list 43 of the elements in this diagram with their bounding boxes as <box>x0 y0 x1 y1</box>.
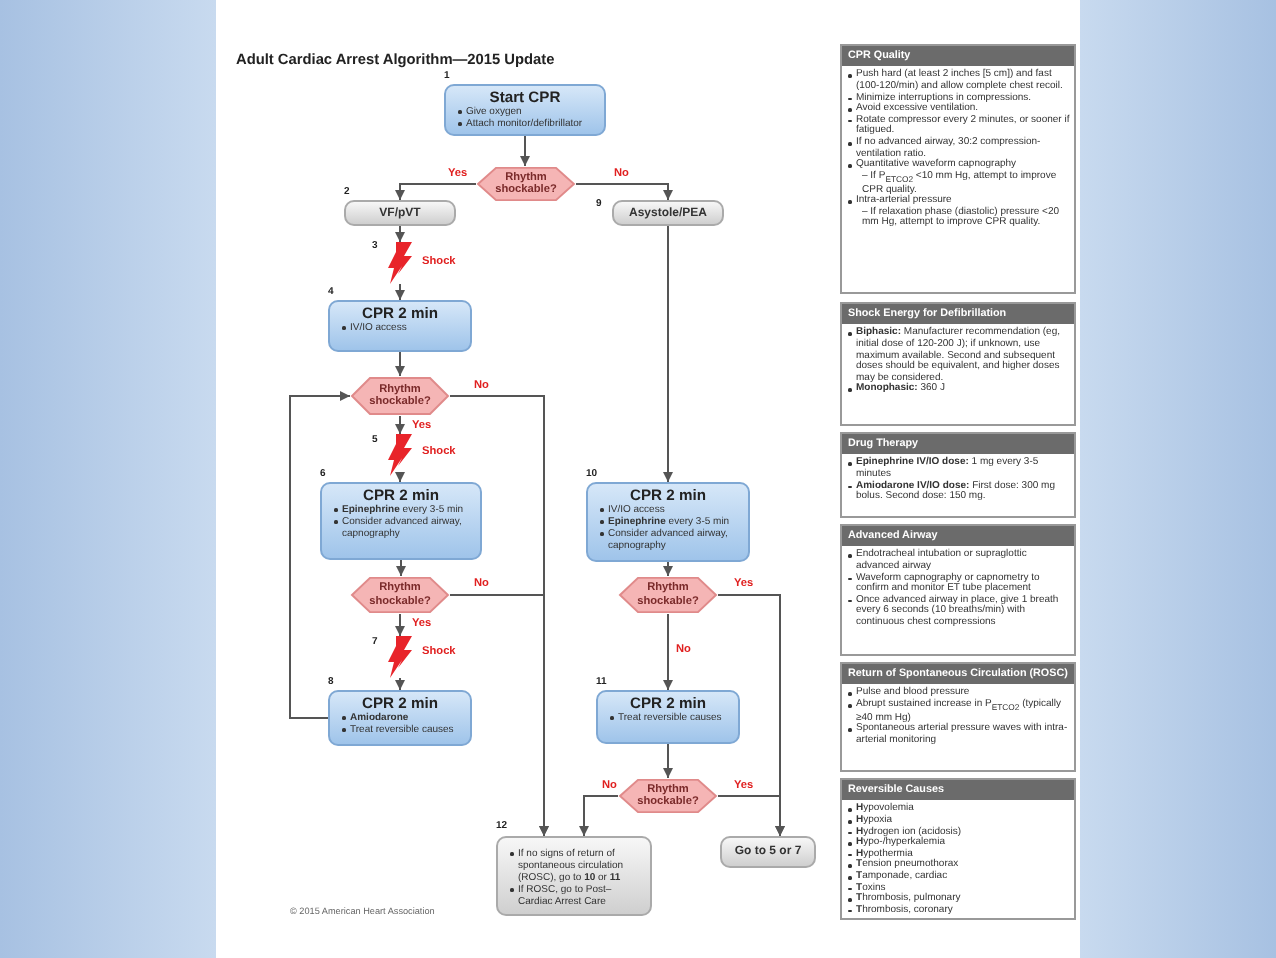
process-box <box>586 482 750 562</box>
connector-arrow <box>663 743 673 779</box>
connector-arrow <box>395 472 405 483</box>
connector-arrow <box>395 225 405 243</box>
connector-arrow <box>579 795 619 837</box>
info-panel <box>840 524 1076 656</box>
connector-arrow <box>396 559 406 577</box>
info-panel <box>840 302 1076 426</box>
decision-hexagon <box>350 376 450 416</box>
process-box <box>344 200 456 226</box>
connector-arrow <box>520 135 530 167</box>
connector-arrow <box>575 183 673 201</box>
connector-arrow <box>663 225 673 483</box>
lightning-bolt-icon <box>386 434 414 476</box>
info-panel <box>840 662 1076 772</box>
process-box <box>320 482 482 560</box>
process-box <box>496 836 652 916</box>
process-box <box>612 200 724 226</box>
decision-hexagon <box>350 576 450 614</box>
connector-arrow <box>395 415 405 435</box>
connector-arrow <box>395 351 405 377</box>
connector-arrow <box>395 613 405 637</box>
connector-arrow <box>395 283 405 301</box>
connector-arrow <box>663 613 673 691</box>
connector-arrow <box>395 677 405 691</box>
lightning-bolt-icon <box>386 242 414 284</box>
process-box <box>328 300 472 352</box>
process-box <box>596 690 740 744</box>
lightning-bolt-icon <box>386 636 414 678</box>
decision-hexagon <box>476 166 576 202</box>
decision-hexagon <box>618 778 718 814</box>
info-panel <box>840 432 1076 518</box>
info-panel <box>840 44 1076 294</box>
connector-arrow <box>449 594 549 837</box>
process-box <box>328 690 472 746</box>
process-box <box>720 836 816 868</box>
connector-arrow <box>717 795 785 837</box>
connector-arrow <box>289 391 351 719</box>
info-panel <box>840 778 1076 920</box>
process-box <box>444 84 606 136</box>
decision-hexagon <box>618 576 718 614</box>
connector-arrow <box>663 561 673 577</box>
connector-arrow <box>395 183 477 201</box>
